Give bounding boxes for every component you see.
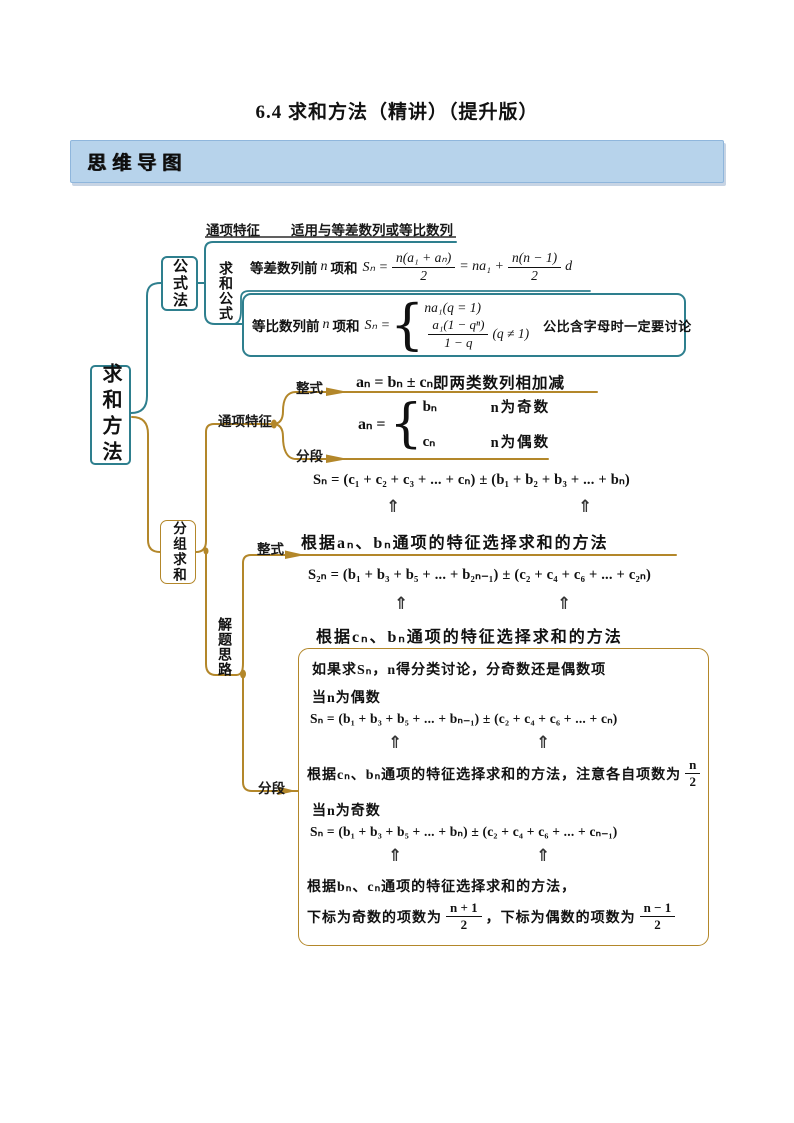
root-node: 求和方法: [90, 363, 131, 467]
up-arrow-icon: ⇑: [536, 846, 551, 866]
geo-cases: { na₁(q = 1) a₁(1 − qⁿ) 1 − q (q ≠ 1): [390, 293, 530, 357]
cases-lhs: aₙ =: [358, 416, 386, 433]
box-index-counts: 下标为奇数的项数为 n + 1 2 ，下标为偶数的项数为 n − 1 2: [307, 900, 679, 933]
formula-sn-combined: Sₙ = (c₁ + c₂ + c₃ + ... + cₙ) ± (b₁ + b…: [313, 472, 630, 488]
geo-n: n: [322, 317, 330, 332]
label-sum-formula: 求和公式: [217, 261, 232, 321]
arith-cn1: 等差数列前: [250, 261, 318, 276]
formula-s2n: S₂ₙ = (b₁ + b₃ + b₅ + ... + b₂ₙ₋₁) ± (c₂…: [308, 567, 652, 583]
note-applicable-sequences: 适用与等差数列或等比数列: [291, 223, 453, 238]
note-common-ratio: 公比含字母时一定要讨论: [543, 318, 692, 334]
up-arrow-icon: ⇑: [394, 594, 409, 614]
integral-formula: aₙ = bₙ ± cₙ: [356, 374, 434, 391]
box-odd-heading: 当n为奇数: [312, 804, 381, 819]
geo-case-q1: na₁(q = 1): [424, 300, 481, 316]
up-arrow-icon: ⇑: [386, 497, 401, 517]
arith-tail: d: [565, 259, 573, 274]
formula-arithmetic-sum: 等差数列前 n 项和 Sₙ = n(a₁ + aₙ) 2 = na₁ + n(n…: [250, 246, 572, 288]
arith-n: n: [320, 259, 328, 274]
case1-value: bₙ: [422, 399, 437, 415]
integral-note: 即两类数列相加减: [433, 375, 566, 392]
node-formula-method: 公式法: [161, 256, 198, 311]
label-piecewise-2: 分段: [258, 781, 285, 796]
root-label: 求和方法: [99, 363, 121, 467]
banner-label: 思维导图: [87, 153, 188, 174]
label-term-feature-1: 通项特征: [206, 223, 260, 238]
case2-cond: n为偶数: [490, 435, 551, 451]
group-sum-label: 分组求和: [171, 521, 186, 583]
case1-cond: n为奇数: [490, 400, 551, 416]
box-odd-rule: 根据bₙ、cₙ通项的特征选择求和的方法，: [307, 880, 577, 895]
fraction-n-over-2: n 2: [685, 757, 701, 790]
arith-frac1: n(a₁ + aₙ) 2: [392, 250, 456, 284]
arith-cn2: 项和: [330, 261, 358, 276]
box-piecewise-discussion: [298, 648, 709, 946]
arith-frac2: n(n − 1) 2: [507, 250, 562, 284]
arith-lhs: Sₙ =: [362, 259, 389, 275]
fraction-n-minus-1-over-2: n − 1 2: [639, 900, 676, 933]
section-banner: 思维导图: [70, 140, 724, 183]
formula-integral: aₙ = bₙ ± cₙ 即两类数列相加减: [356, 371, 565, 393]
geo-case-qne1: (q ≠ 1): [492, 326, 530, 341]
box-even-rule: 根据cₙ、bₙ通项的特征选择求和的方法，注意各自项数为 n 2: [307, 757, 704, 790]
geo-cn2: 项和: [332, 319, 360, 334]
up-arrow-icon: ⇑: [388, 846, 403, 866]
up-arrow-icon: ⇑: [578, 497, 593, 517]
fraction-n-plus-1-over-2: n + 1 2: [446, 900, 482, 933]
rule-cb: 根据cₙ、bₙ通项的特征选择求和的方法: [316, 629, 623, 646]
up-arrow-icon: ⇑: [388, 733, 403, 753]
label-integral-2: 整式: [257, 542, 284, 557]
geo-lhs: Sₙ =: [364, 317, 391, 333]
page-title: 6.4 求和方法（精讲）（提升版）: [255, 102, 539, 123]
rule-ab: 根据aₙ、bₙ通项的特征选择求和的方法: [301, 535, 609, 552]
box-line-intro: 如果求Sₙ，n得分类讨论，分奇数还是偶数项: [312, 663, 607, 678]
label-piecewise-1: 分段: [296, 449, 323, 464]
box-odd-sum: Sₙ = (b₁ + b₃ + b₅ + ... + bₙ) ± (c₂ + c…: [310, 824, 618, 839]
formula-method-label: 公式法: [171, 258, 187, 309]
cases-an: aₙ = { bₙ n为奇数 cₙ n为偶数: [358, 394, 550, 454]
case2-value: cₙ: [422, 434, 436, 450]
geo-cn1: 等比数列前: [252, 319, 320, 334]
label-solving-approach: 解题思路: [216, 617, 231, 677]
label-term-feature-2: 通项特征: [218, 414, 272, 429]
brace-glyph: {: [390, 293, 425, 357]
node-group-sum: 分组求和: [160, 520, 196, 584]
up-arrow-icon: ⇑: [557, 594, 572, 614]
up-arrow-icon: ⇑: [536, 733, 551, 753]
box-even-heading: 当n为偶数: [312, 691, 381, 706]
brace-glyph: {: [389, 393, 423, 454]
box-geometric-formula: 等比数列前 n 项和 Sₙ = { na₁(q = 1) a₁(1 − qⁿ) …: [242, 293, 691, 357]
geo-frac: a₁(1 − qⁿ) 1 − q: [428, 317, 489, 350]
label-integral-1: 整式: [296, 381, 323, 396]
arith-eq2: = na₁ +: [459, 259, 504, 274]
box-even-sum: Sₙ = (b₁ + b₃ + b₅ + ... + bₙ₋₁) ± (c₂ +…: [310, 711, 618, 726]
